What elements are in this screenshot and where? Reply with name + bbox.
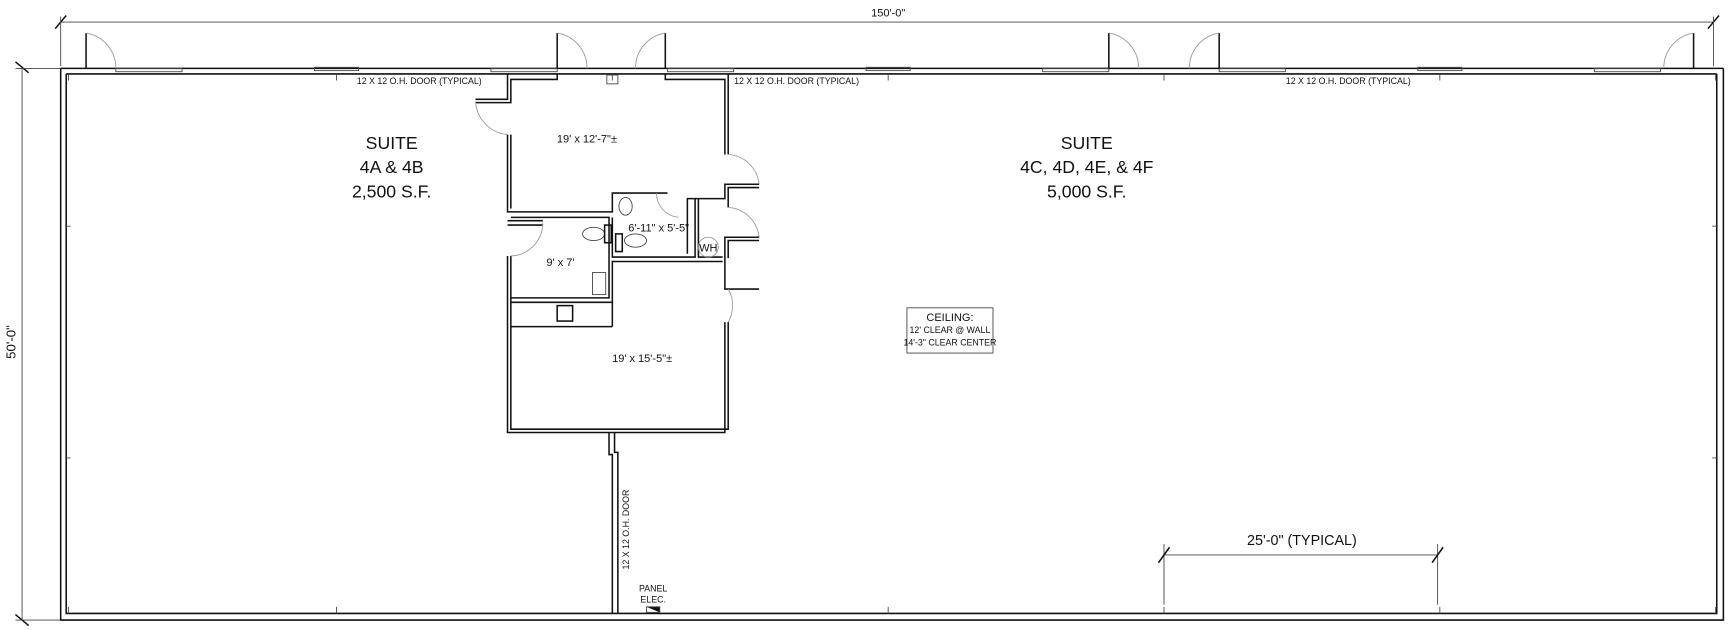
- svg-text:SUITE: SUITE: [366, 133, 418, 153]
- water-heater-label: WH: [699, 243, 717, 255]
- office-core: [475, 73, 760, 614]
- room-label-office-bottom: 19' x 15'-5"±: [612, 353, 672, 365]
- overall-width-dimension: 150'-0": [54, 8, 1720, 67]
- svg-text:5,000 S.F.: 5,000 S.F.: [1047, 181, 1126, 201]
- svg-text:ELEC.: ELEC.: [640, 594, 665, 604]
- overall-depth-label: 50'-0": [3, 325, 18, 359]
- oh-door-label: 12 X 12 O.H. DOOR (TYPICAL): [734, 76, 859, 86]
- svg-text:4A & 4B: 4A & 4B: [360, 157, 424, 177]
- svg-text:12' CLEAR @ WALL: 12' CLEAR @ WALL: [910, 325, 991, 335]
- suite-label-4c-4f: SUITE 4C, 4D, 4E, & 4F 5,000 S.F.: [1020, 133, 1154, 202]
- room-label-office-top: 19' x 12'-7"±: [557, 133, 617, 145]
- ceiling-note: CEILING: 12' CLEAR @ WALL 14'-3" CLEAR C…: [903, 307, 996, 354]
- column-markers: [66, 73, 1717, 614]
- svg-text:PANEL: PANEL: [639, 583, 667, 593]
- exterior-walls: [59, 66, 1725, 621]
- svg-text:2,500 S.F.: 2,500 S.F.: [352, 181, 431, 201]
- svg-text:14'-3" CLEAR CENTER: 14'-3" CLEAR CENTER: [903, 337, 996, 347]
- svg-text:SUITE: SUITE: [1061, 133, 1113, 153]
- room-label-restroom-b: 6'-11" x 5'-5": [628, 223, 689, 235]
- entry-doors: [85, 32, 1695, 69]
- room-label-restroom-a: 9' x 7': [546, 257, 574, 269]
- interior-oh-door-label: 12 X 12 O.H. DOOR: [621, 490, 631, 570]
- suite-label-4a-4b: SUITE 4A & 4B 2,500 S.F.: [352, 133, 431, 202]
- overall-width-label: 150'-0": [871, 8, 905, 20]
- bay-width-label: 25'-0" (TYPICAL): [1247, 533, 1357, 549]
- bay-dimension: 25'-0" (TYPICAL): [1157, 533, 1444, 605]
- electrical-panel: PANEL ELEC.: [639, 583, 667, 613]
- svg-text:CEILING:: CEILING:: [926, 312, 973, 324]
- svg-text:4C, 4D, 4E, & 4F: 4C, 4D, 4E, & 4F: [1020, 157, 1154, 177]
- overall-depth-dimension: 50'-0": [3, 61, 61, 627]
- oh-door-label: 12 X 12 O.H. DOOR (TYPICAL): [1286, 76, 1411, 86]
- oh-door-label: 12 X 12 O.H. DOOR (TYPICAL): [357, 76, 482, 86]
